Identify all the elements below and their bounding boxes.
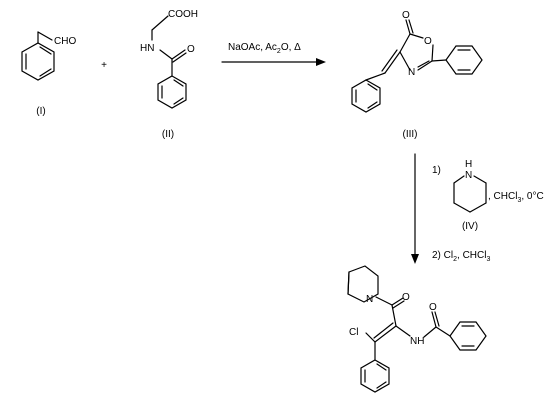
product-chlorine-label: Cl — [349, 327, 358, 338]
compound-label-4: (IV) — [462, 221, 478, 232]
hippuric-acid-structure: COOH HN O — [140, 9, 198, 109]
step-1-conditions: , CHCl3, 0°C — [488, 191, 544, 204]
carbonyl-o-label: O — [187, 44, 195, 55]
product-benzamide-o-label: O — [429, 302, 437, 313]
product-ketone-o-label: O — [402, 292, 410, 303]
product-structure: N O Cl NH O — [347, 265, 487, 393]
cho-label: CHO — [54, 36, 76, 47]
compound-label-1: (I) — [36, 106, 45, 117]
azlactone-structure: O N O — [351, 10, 483, 113]
product-amide-nh-label: NH — [410, 336, 424, 347]
plus-sign: + — [101, 60, 107, 71]
cooh-label: COOH — [168, 9, 198, 20]
compound-label-3: (III) — [403, 129, 418, 140]
step-2-conditions: 2) Cl2, CHCl3 — [432, 250, 490, 263]
nh-label: HN — [140, 43, 154, 54]
product-piperidine-n-label: N — [366, 294, 373, 305]
ring-nitrogen-label: N — [408, 67, 415, 78]
compound-label-2: (II) — [162, 129, 174, 140]
piperidine-structure: H N — [453, 159, 487, 213]
step-1-number: 1) — [432, 165, 441, 176]
benzaldehyde-structure: CHO — [21, 31, 76, 81]
piperidine-n-label: N — [465, 170, 472, 181]
reaction-arrow-1 — [221, 58, 326, 66]
reagents-step-1: NaOAc, Ac2O, Δ — [228, 42, 301, 55]
reaction-arrow-2 — [411, 153, 419, 264]
ring-oxygen-label: O — [424, 36, 432, 47]
lactone-carbonyl-o-label: O — [402, 10, 410, 21]
piperidine-h-label: H — [465, 159, 472, 170]
